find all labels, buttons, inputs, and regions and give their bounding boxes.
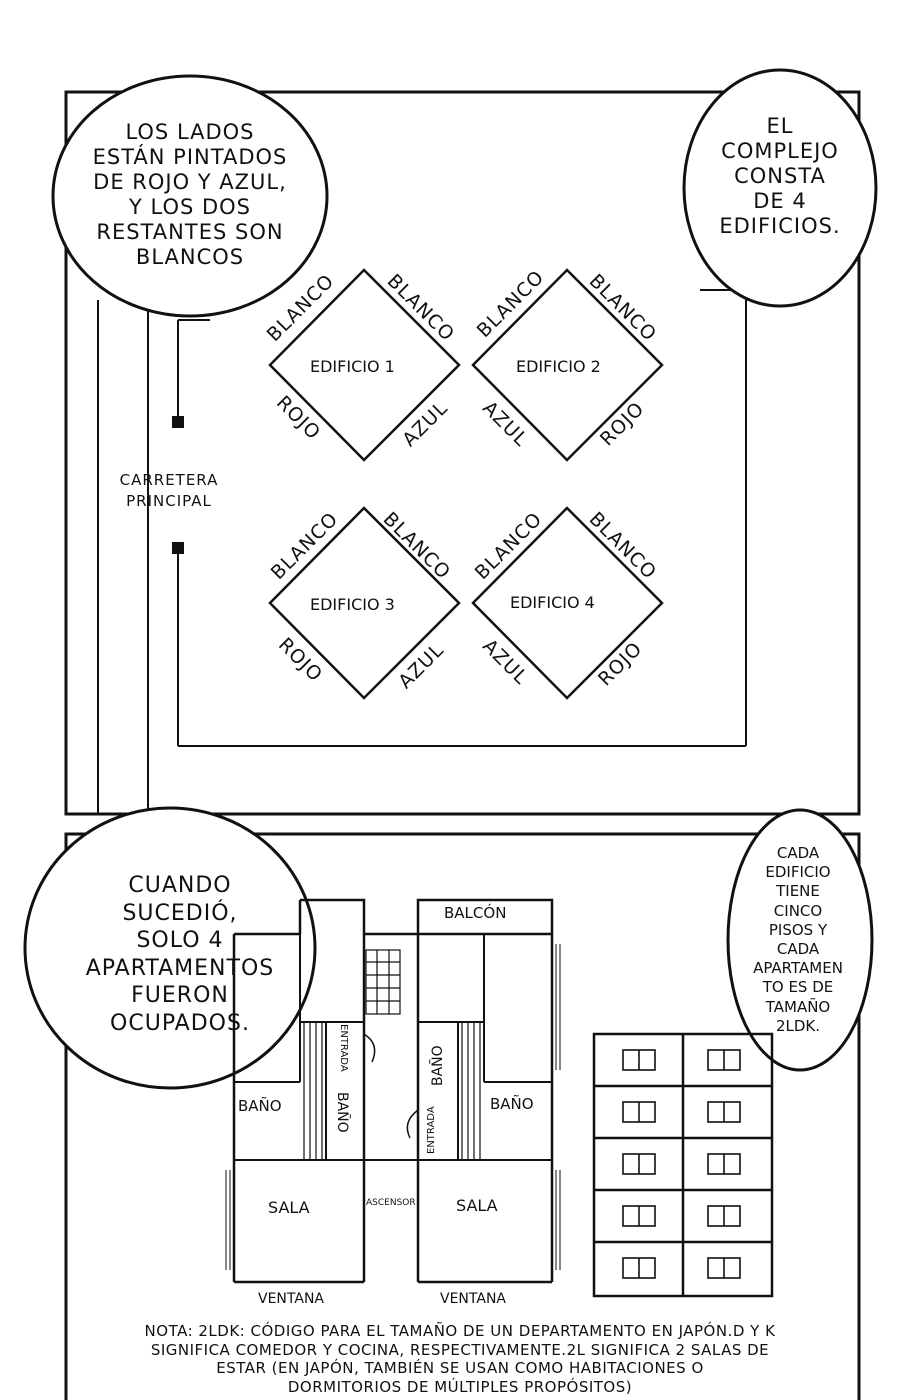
entrance-left-label: Entrada — [338, 1024, 349, 1072]
balcony-label: Balcón — [444, 904, 507, 922]
bath-left-inner-label: Baño — [334, 1092, 350, 1133]
bottom-right-speech-bubble-text: Cada edificio tiene cinco pisos y cada a… — [753, 844, 843, 1035]
translator-note: Nota: 2LDK: código para el tamaño de un … — [144, 1322, 776, 1396]
staircase — [365, 949, 401, 1015]
road-label: Carretera principal — [119, 471, 219, 510]
entrance-right-label: Entrada — [426, 1106, 437, 1154]
building-2-label: Edificio 2 — [516, 357, 601, 376]
site-plan-lines — [97, 289, 747, 814]
living-left-label: Sala — [268, 1198, 310, 1217]
closet-stripes — [303, 1022, 481, 1160]
elevator-label: Ascensor — [366, 1198, 416, 1208]
building-3-label: Edificio 3 — [310, 595, 395, 614]
building-diamonds — [268, 268, 664, 700]
building-4-label: Edificio 4 — [510, 593, 595, 612]
window-right-label: Ventana — [440, 1291, 506, 1307]
building-elevation — [592, 1032, 774, 1298]
bath-left-outer-label: Baño — [238, 1097, 282, 1115]
top-left-speech-bubble-text: Los lados están pintados de rojo y azul,… — [92, 120, 288, 269]
top-speech-bubbles — [51, 68, 878, 318]
bath-right-inner-label: Baño — [430, 1045, 446, 1086]
wall-window-ticks — [225, 944, 561, 1270]
elevation-windows — [622, 1049, 741, 1279]
top-right-speech-bubble-text: El complejo consta de 4 edificios. — [719, 114, 841, 238]
bottom-left-speech-bubble-text: Cuando sucedió, solo 4 apartamentos fuer… — [85, 873, 275, 1036]
floor-plan — [232, 898, 554, 1284]
door-swings — [363, 1033, 419, 1139]
bottom-speech-bubbles — [23, 806, 874, 1090]
window-left-label: Ventana — [258, 1291, 324, 1307]
living-right-label: Sala — [456, 1196, 498, 1215]
bath-right-outer-label: Baño — [490, 1095, 534, 1113]
building-1-label: Edificio 1 — [310, 357, 395, 376]
